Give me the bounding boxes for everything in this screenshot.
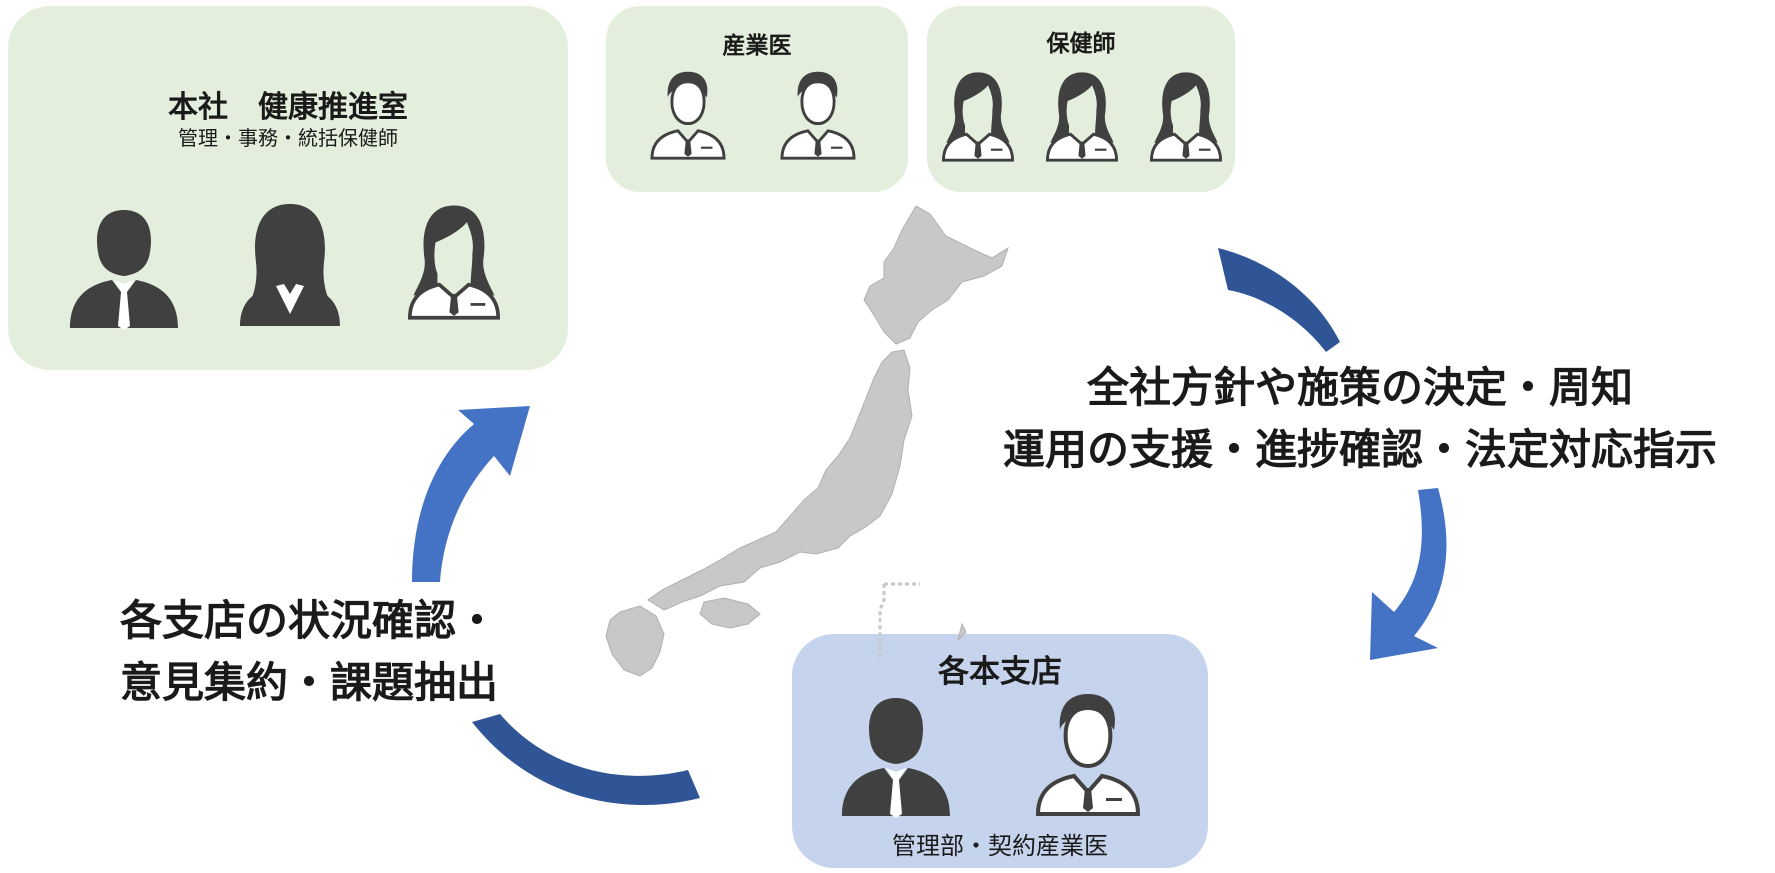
headquarters-subtitle: 管理・事務・統括保健師 — [178, 126, 398, 150]
flow-down-line2: 運用の支援・進捗確認・法定対応指示 — [1002, 425, 1717, 474]
male-staff-person-icon — [650, 70, 726, 160]
cycle-arrow-icon — [412, 406, 700, 806]
female-staff-person-icon — [407, 203, 501, 320]
female-suit-person-icon — [240, 204, 340, 326]
flow-up-line2: 意見集約・課題抽出 — [120, 658, 499, 707]
flow-up-line1: 各支店の状況確認・ — [120, 596, 499, 645]
occupational-physician-box — [606, 6, 908, 192]
male-staff-person-icon — [780, 70, 856, 160]
branches-subtitle: 管理部・契約産業医 — [892, 832, 1108, 860]
male-suit-person-icon — [842, 698, 950, 818]
female-staff-person-icon — [942, 70, 1014, 162]
female-staff-person-icon — [1149, 70, 1223, 162]
headquarters-title: 本社 健康推進室 — [168, 90, 408, 125]
health-nurse-title: 保健師 — [1046, 31, 1116, 57]
branches-box — [792, 634, 1208, 868]
flow-up-text: 各支店の状況確認・ 意見集約・課題抽出 — [120, 590, 570, 714]
occupational-physician-title: 産業医 — [722, 33, 792, 59]
branches-title: 各本支店 — [938, 654, 1062, 690]
japan-map-icon — [605, 205, 1009, 677]
flow-down-line1: 全社方針や施策の決定・周知 — [1086, 363, 1633, 412]
male-suit-person-icon — [70, 210, 178, 330]
female-staff-person-icon — [1045, 70, 1119, 162]
cycle-arrow-icon — [1218, 248, 1447, 660]
male-staff-person-icon — [1036, 692, 1140, 816]
flow-down-text: 全社方針や施策の決定・周知 運用の支援・進捗確認・法定対応指示 — [950, 357, 1770, 481]
